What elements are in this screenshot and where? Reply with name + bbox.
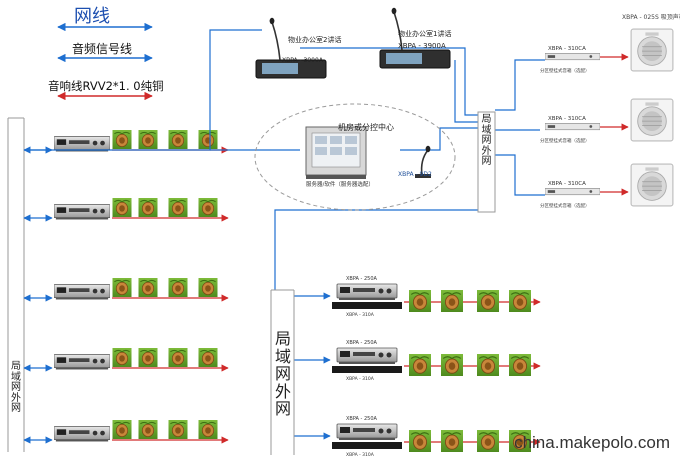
rack-amplifier-icon xyxy=(336,283,398,301)
garden-speaker-icon xyxy=(112,198,132,217)
garden-speaker-icon xyxy=(138,130,158,149)
power-unit xyxy=(332,366,402,373)
power-unit xyxy=(332,302,402,309)
garden-speaker-icon xyxy=(440,430,464,452)
rack-amplifier-icon xyxy=(54,284,110,300)
wall-speaker-icon xyxy=(630,163,674,207)
garden-speaker-icon xyxy=(440,354,464,376)
rack-amplifier-icon xyxy=(336,423,398,441)
rack-amplifier-icon xyxy=(54,354,110,370)
right-lan-box xyxy=(477,111,496,213)
wall-speaker-label: XBPA - 025S 吸顶声柱 xyxy=(622,13,680,21)
terminal-model: XBPA - 310CA xyxy=(548,46,586,52)
control-center-label: 机房或分控中心 xyxy=(338,122,394,132)
watermark-text: china.makepolo.com xyxy=(514,433,670,452)
terminal-icon xyxy=(545,52,600,61)
garden-speaker-icon xyxy=(168,348,188,367)
center-lan-label: 局域网外网 xyxy=(274,329,291,419)
rack-amplifier-icon xyxy=(54,136,110,152)
office-2-model: XBPA - 3900A xyxy=(282,57,324,64)
garden-speaker-icon xyxy=(476,290,500,312)
garden-speaker-icon xyxy=(138,278,158,297)
gooseneck-mic-icon xyxy=(415,145,431,178)
terminal-icon xyxy=(545,122,600,131)
terminal-caption: 分区壁挂式音箱（选配） xyxy=(540,137,590,144)
amp-sub-label: XBPA - 310A xyxy=(346,452,375,458)
office-1-label: 物业办公室1讲话 xyxy=(398,29,451,38)
office-console-2 xyxy=(255,17,327,79)
terminals-group: XBPA - 310CA 分区壁挂式音箱（选配） XBPA - 310CA 分区壁挂式… xyxy=(540,28,674,209)
rack-amplifier-icon xyxy=(54,426,110,442)
garden-speaker-icon xyxy=(198,198,218,217)
garden-speaker-icon xyxy=(476,354,500,376)
wall-speaker-icon xyxy=(630,98,674,142)
rack-amplifier-icon xyxy=(336,347,398,365)
terminal-icon xyxy=(545,187,600,196)
garden-speaker-icon xyxy=(198,130,218,149)
legend-network-label: 网线 xyxy=(74,6,110,27)
server-rack-icon xyxy=(305,126,367,179)
left-lan-label: 局域网外网 xyxy=(11,361,21,414)
office-console-1 xyxy=(379,7,451,69)
terminal-caption: 分区壁挂式音箱（选配） xyxy=(540,67,590,74)
garden-speaker-icon xyxy=(168,130,188,149)
garden-speaker-icon xyxy=(198,348,218,367)
power-unit xyxy=(332,442,402,449)
left-lan-bracket xyxy=(7,117,25,452)
garden-speaker-icon xyxy=(508,354,532,376)
office-1-model: XBPA - 3900A xyxy=(398,42,446,50)
amp-model-label: XBPA - 250A xyxy=(346,276,377,282)
garden-speaker-icon xyxy=(112,420,132,439)
garden-speaker-icon xyxy=(168,420,188,439)
amp-sub-label: XBPA - 310A xyxy=(346,312,375,318)
right-lan-label: 局域网外网 xyxy=(481,114,492,167)
garden-speaker-icon xyxy=(440,290,464,312)
control-console-label: XBPA - 9D2 xyxy=(398,171,432,178)
office-2-label: 物业办公室2讲话 xyxy=(288,35,341,44)
garden-speaker-icon xyxy=(476,430,500,452)
garden-speaker-icon xyxy=(408,430,432,452)
garden-speaker-icon xyxy=(168,198,188,217)
garden-speaker-icon xyxy=(408,354,432,376)
amp-sub-label: XBPA - 310A xyxy=(346,376,375,382)
left-branch-rows xyxy=(23,130,229,444)
rack-amplifier-icon xyxy=(54,204,110,220)
terminal-caption: 分区壁挂式音箱（选配） xyxy=(540,202,590,209)
garden-speaker-icon xyxy=(408,290,432,312)
amp-model-label: XBPA - 250A xyxy=(346,416,377,422)
legend-audio-label: 音频信号线 xyxy=(72,42,133,56)
legend-speaker-label: 音响线RVV2*1. 0纯铜 xyxy=(48,79,164,93)
garden-speaker-icon xyxy=(112,278,132,297)
garden-speaker-icon xyxy=(138,198,158,217)
garden-speaker-icon xyxy=(198,278,218,297)
garden-speaker-icon xyxy=(138,348,158,367)
server-caption: 服务器/软件（服务器选配） xyxy=(306,180,374,188)
amp-model-label: XBPA - 250A xyxy=(346,340,377,346)
garden-speaker-icon xyxy=(112,130,132,149)
garden-speaker-icon xyxy=(198,420,218,439)
right-branch-rows: XBPA - 250A XBPA - 310A XBPA - 250A XBPA - … xyxy=(294,276,541,458)
center-lan-bracket xyxy=(270,289,295,455)
terminal-model: XBPA - 310CA xyxy=(548,116,586,122)
garden-speaker-icon xyxy=(508,290,532,312)
garden-speaker-icon xyxy=(112,348,132,367)
control-center-zone xyxy=(254,103,456,211)
terminal-model: XBPA - 310CA xyxy=(548,181,586,187)
wall-speaker-icon xyxy=(630,28,674,72)
backbone-lines xyxy=(24,29,545,290)
garden-speaker-icon xyxy=(138,420,158,439)
garden-speaker-icon xyxy=(168,278,188,297)
